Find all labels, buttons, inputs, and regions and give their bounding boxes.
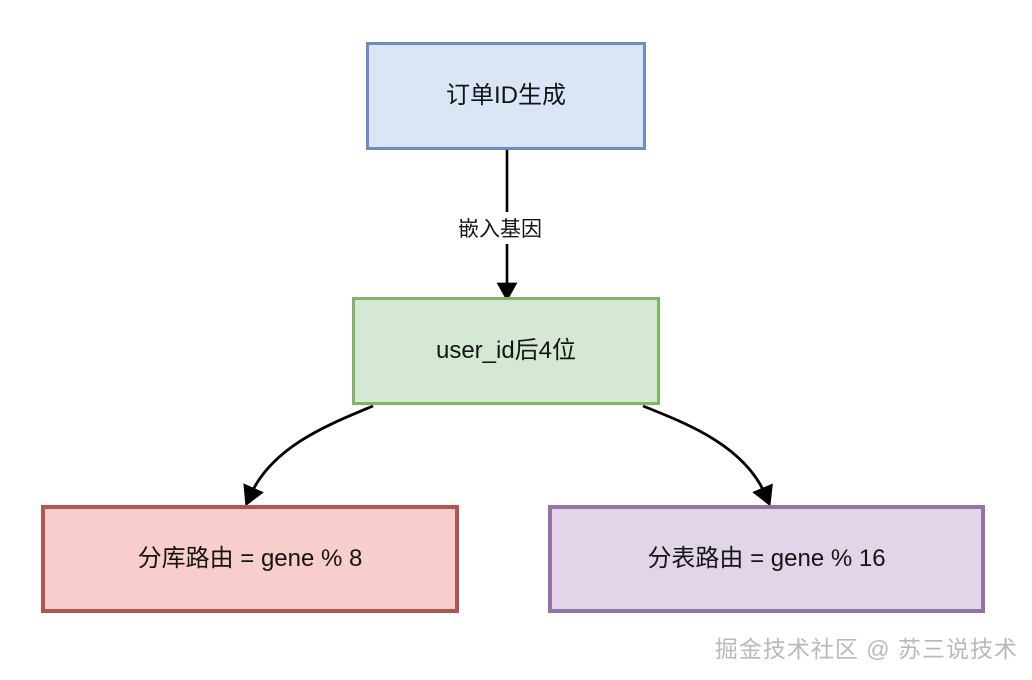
- node-order-id-generation[interactable]: 订单ID生成: [366, 42, 646, 150]
- watermark: 掘金技术社区 @ 苏三说技术: [714, 636, 1018, 662]
- edge-gene-to-db: [243, 404, 374, 507]
- node-user-id-gene-label: user_id后4位: [435, 336, 577, 364]
- edge-label-embed-gene: 嵌入基因: [455, 212, 545, 244]
- node-database-route[interactable]: 分库路由 = gene % 8: [41, 505, 459, 613]
- node-table-route[interactable]: 分表路由 = gene % 16: [548, 505, 985, 613]
- node-table-route-label: 分表路由 = gene % 16: [647, 544, 886, 572]
- edge-gene-to-table: [642, 404, 773, 507]
- node-database-route-label: 分库路由 = gene % 8: [137, 544, 363, 572]
- node-order-id-label: 订单ID生成: [446, 81, 566, 109]
- node-user-id-gene[interactable]: user_id后4位: [352, 297, 660, 405]
